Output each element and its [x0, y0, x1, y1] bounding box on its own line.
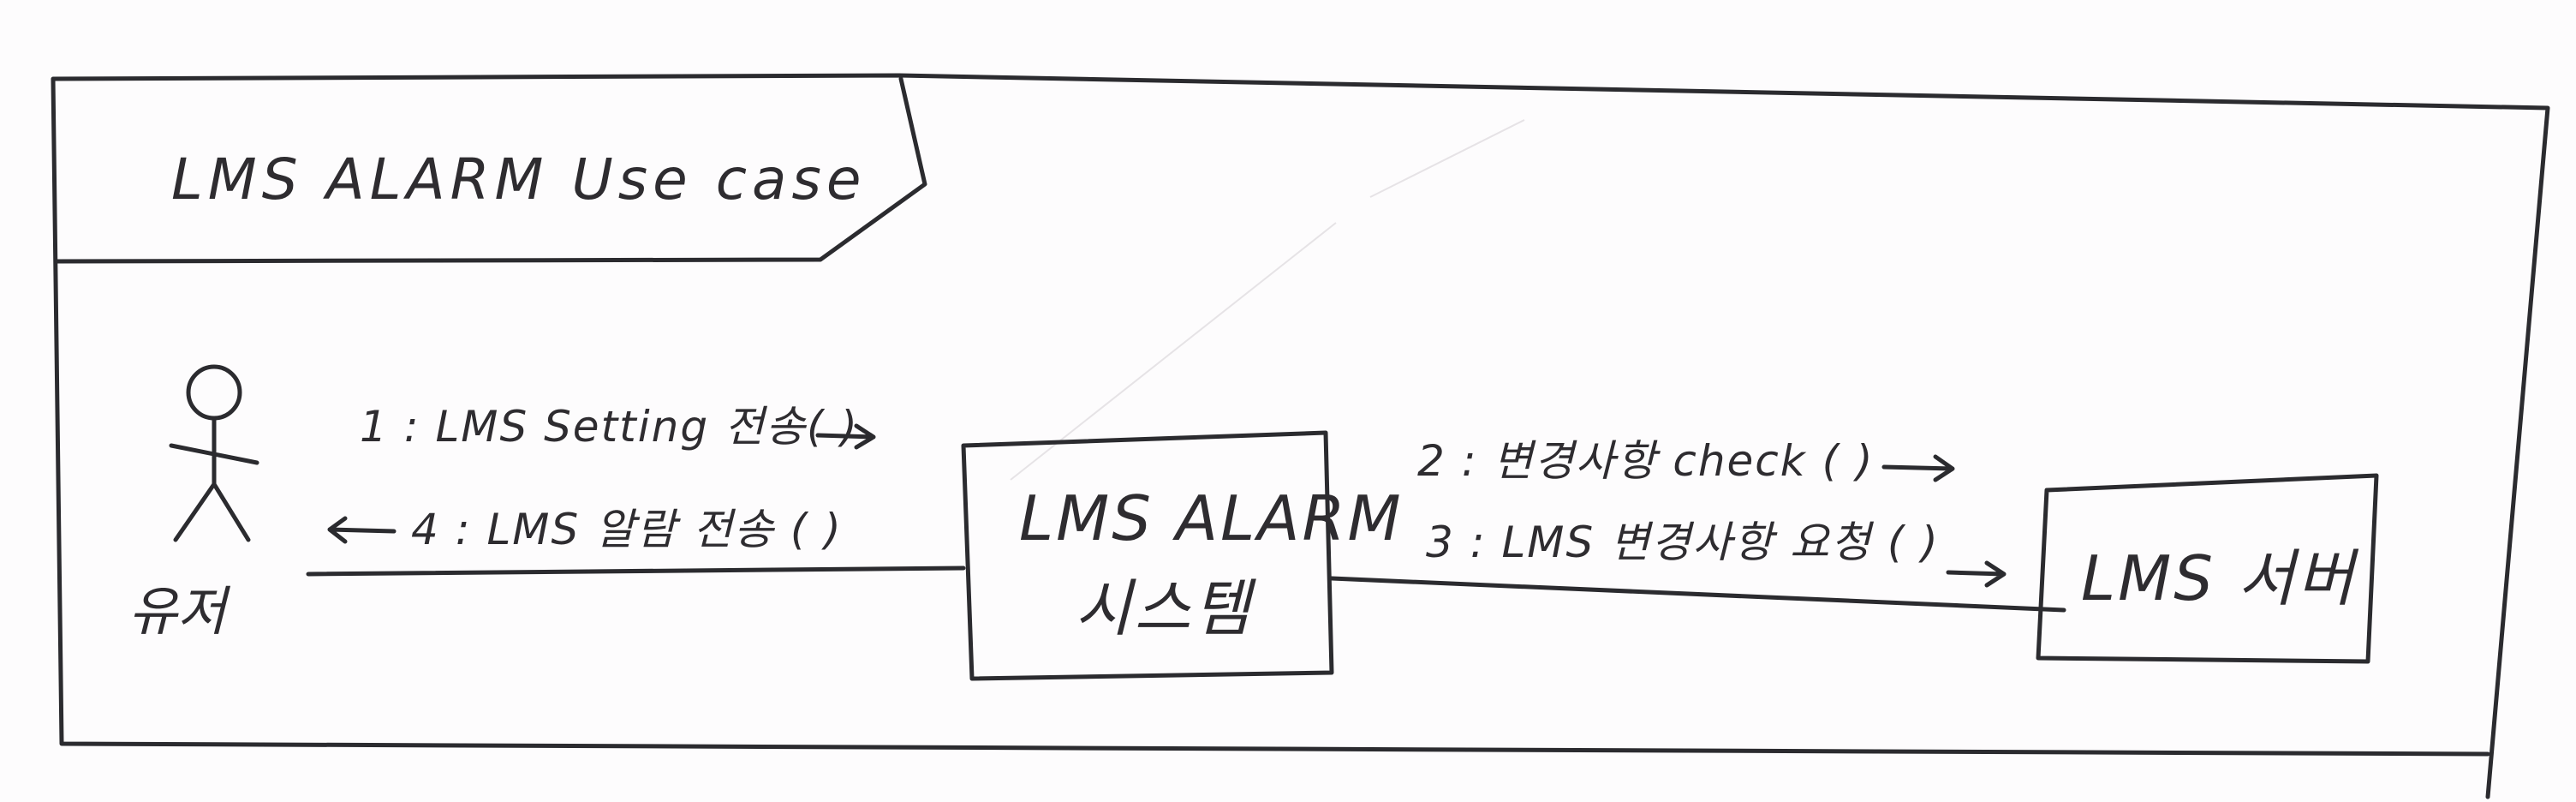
- frame-title-tab-outline: [54, 76, 927, 264]
- system-box-outline: [961, 430, 1334, 681]
- message-2-arrow: [1881, 454, 1955, 482]
- message-2-label: 2 : 변경사항 check ( ): [1417, 436, 1875, 486]
- message-3-arrow: [1946, 560, 2007, 588]
- message-2: 2 : 변경사항 check ( ): [1417, 436, 1955, 486]
- message-4-label: 4 : LMS 알람 전송 ( ): [411, 505, 843, 554]
- message-3-label: 3 : LMS 변경사항 요청 ( ): [1426, 518, 1940, 567]
- frame-title-tab: LMS ALARM Use case: [54, 76, 927, 264]
- actor-label: 유저: [128, 580, 231, 643]
- message-1-arrow: [815, 423, 876, 450]
- system-server-link: [1329, 576, 2066, 613]
- actor-head: [186, 364, 242, 421]
- message-4-arrow: [327, 516, 397, 544]
- actor-body: [169, 416, 259, 542]
- message-3: 3 : LMS 변경사항 요청 ( ): [1426, 518, 2007, 588]
- system-box: LMS ALARM 시스템: [961, 430, 1404, 681]
- user-system-link: [306, 566, 966, 577]
- system-label-line1: LMS ALARM: [1019, 482, 1404, 554]
- server-box: LMS 서버: [2036, 473, 2379, 664]
- diagram-frame: [51, 73, 2550, 799]
- server-box-outline: [2036, 473, 2379, 664]
- paper-smudge: [1369, 119, 1525, 198]
- actor-user: 유저: [128, 364, 259, 643]
- system-label-line2: 시스템: [1075, 572, 1256, 644]
- server-label: LMS 서버: [2081, 542, 2359, 614]
- message-1-label: 1 : LMS Setting 전송( ): [360, 402, 859, 452]
- message-4: 4 : LMS 알람 전송 ( ): [327, 505, 843, 554]
- message-1: 1 : LMS Setting 전송( ): [360, 402, 876, 452]
- frame-title: LMS ALARM Use case: [171, 147, 866, 212]
- paper-smudge: [1010, 222, 1337, 481]
